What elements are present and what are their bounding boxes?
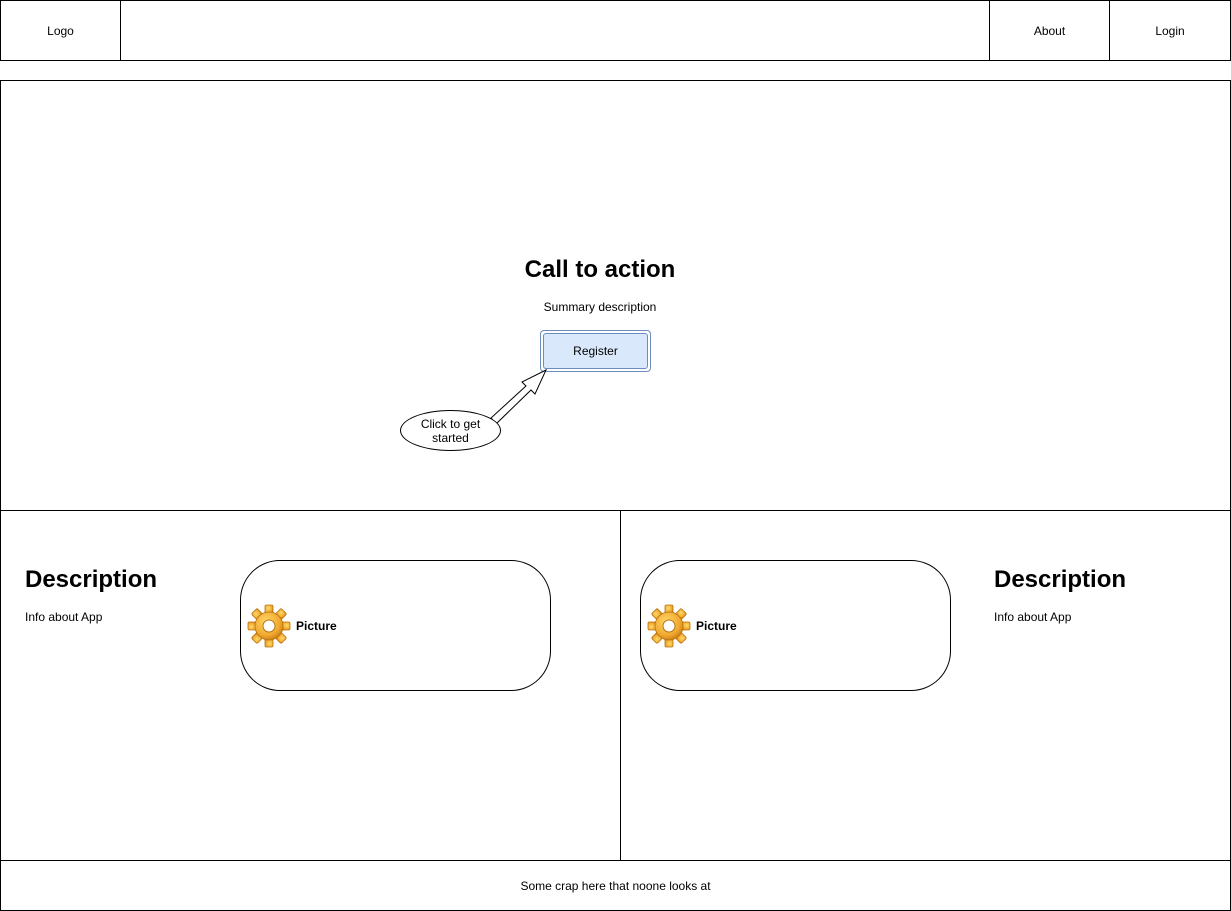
arrow-icon [490, 368, 548, 425]
feature-left-title: Description [25, 566, 158, 593]
cta-summary: Summary description [543, 300, 657, 314]
nav-about-label: About [1033, 23, 1066, 38]
feature-left-info: Info about App [25, 610, 103, 624]
feature-right-picture-label: Picture [696, 619, 737, 633]
hero-section [0, 80, 1231, 511]
feature-left-picture: Picture [240, 560, 551, 691]
feature-right-picture: Picture [640, 560, 951, 691]
header-bar [120, 0, 990, 61]
register-button-label: Register [543, 333, 648, 369]
nav-about-link[interactable]: About [989, 0, 1110, 61]
callout-bubble: Click to get started [400, 410, 501, 451]
logo-label: Logo [47, 23, 74, 38]
footer-text: Some crap here that noone looks at [520, 878, 711, 893]
gear-icon [647, 604, 691, 648]
gear-icon [247, 604, 291, 648]
logo[interactable]: Logo [0, 0, 121, 61]
feature-left-picture-label: Picture [296, 619, 337, 633]
footer: Some crap here that noone looks at [0, 860, 1231, 911]
nav-login-label: Login [1155, 23, 1185, 38]
callout-text: Click to get started [420, 416, 481, 445]
feature-right-info: Info about App [994, 610, 1072, 624]
nav-login-link[interactable]: Login [1109, 0, 1231, 61]
feature-right-title: Description [994, 566, 1127, 593]
cta-title: Call to action [524, 256, 676, 283]
register-button[interactable]: Register [540, 330, 651, 372]
